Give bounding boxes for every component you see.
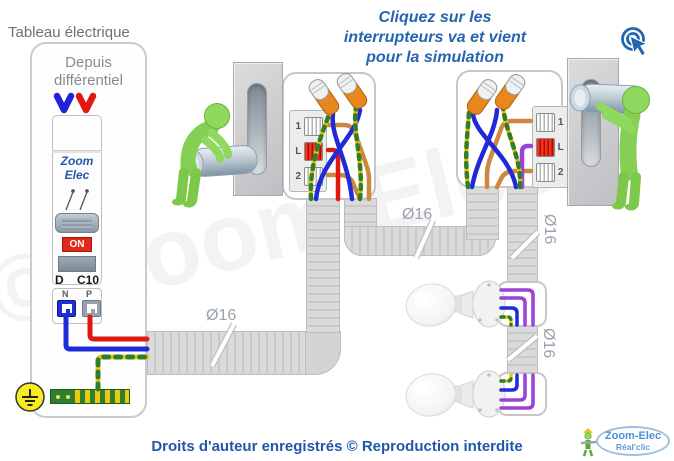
page-title-line1: Cliquez sur les [378,9,492,26]
panel-subtitle: Depuis différentiel [30,54,147,90]
switch1-terminal-block: 1 L 2 [289,110,327,192]
conduit-panel-to-switch1 [147,331,309,375]
diameter-label-2: Ø16 [402,206,433,223]
page-title-line2: interrupteurs va et vient [343,29,527,46]
switch2-terminal-1-slot [536,112,556,132]
diameter-label-4: Ø16 [540,328,557,359]
switch2-terminal-block: 1 L 2 [532,106,570,188]
zoom-elec-logo: Zoom-Elec Réal'clic [596,426,670,456]
switch2-terminal-2-slot [536,162,556,182]
breaker-handle[interactable] [55,213,99,233]
logo-name: Zoom-Elec [604,430,662,442]
logo-tagline: Réal'clic [615,442,651,452]
switch1-terminal-1-slot [303,116,323,136]
switch1-slot[interactable] [247,83,267,175]
breaker-brand-line2: Elec [64,168,90,182]
switch1-terminal-l-slot [303,141,323,161]
breaker-rating-d: D [55,273,64,287]
switch1-terminal-2-slot [303,166,323,186]
conduit-riser [306,198,340,333]
lamp2-junction-box [497,372,547,416]
breaker-brand-line1: Zoom [60,154,94,168]
switch2-terminal-1-label: 1 [557,116,564,128]
page-title: Cliquez sur les interrupteurs va et vien… [280,8,590,68]
switch1-terminal-l-label: L [295,145,302,157]
neutral-terminal-label: N [62,289,69,299]
breaker-rating: D C10 [52,273,102,287]
page-title-line3: pour la simulation [366,49,504,66]
earth-busbar [50,389,130,404]
tableau-label: Tableau électrique [8,24,130,41]
switch2-terminal-2: 2 [536,161,566,183]
switch1-wall-plate[interactable] [233,62,283,196]
switch2-terminal-2-label: 2 [557,166,564,178]
switch2-terminal-l-slot [536,137,556,157]
switch1-terminal-1-label: 1 [295,120,302,132]
conduit-switch2-to-lamp1 [507,186,538,285]
switch1-terminal-2-label: 2 [295,170,302,182]
lamp1 [405,280,506,328]
conduit-elbow [305,331,341,375]
switch2-terminal-l: L [536,136,566,158]
lamp1-junction-box [497,281,547,327]
breaker-lower-module [58,256,96,272]
phase-terminal-label: P [86,289,93,299]
switch2-terminal-l-label: L [557,141,564,153]
switch1-terminal-l: L [293,140,323,162]
switch1-terminal-1: 1 [293,115,323,137]
diameter-label-1: Ø16 [206,307,237,324]
phase-terminal [82,300,101,317]
breaker-divider [52,150,102,153]
diameter-label-3: Ø16 [541,214,558,245]
lamp2 [405,370,506,418]
click-cursor-icon [621,27,649,57]
conduit-u-right-leg [466,186,499,240]
conduit-lamp1-to-lamp2 [507,325,538,375]
copyright-notice: Droits d'auteur enregistrés © Reproducti… [151,438,523,455]
breaker-rating-c10: C10 [76,273,99,287]
neutral-terminal [57,300,76,317]
breaker-brand: Zoom Elec [52,154,102,182]
switch2-slot[interactable] [581,79,601,167]
switch2-terminal-1: 1 [536,111,566,133]
switch2-wall-plate[interactable] [567,58,619,206]
panel-subtitle-line2: différentiel [54,72,123,89]
switch1-terminal-2: 2 [293,165,323,187]
breaker-on-indicator: ON [62,237,92,252]
panel-subtitle-line1: Depuis [65,54,112,71]
figure-left [172,103,232,208]
